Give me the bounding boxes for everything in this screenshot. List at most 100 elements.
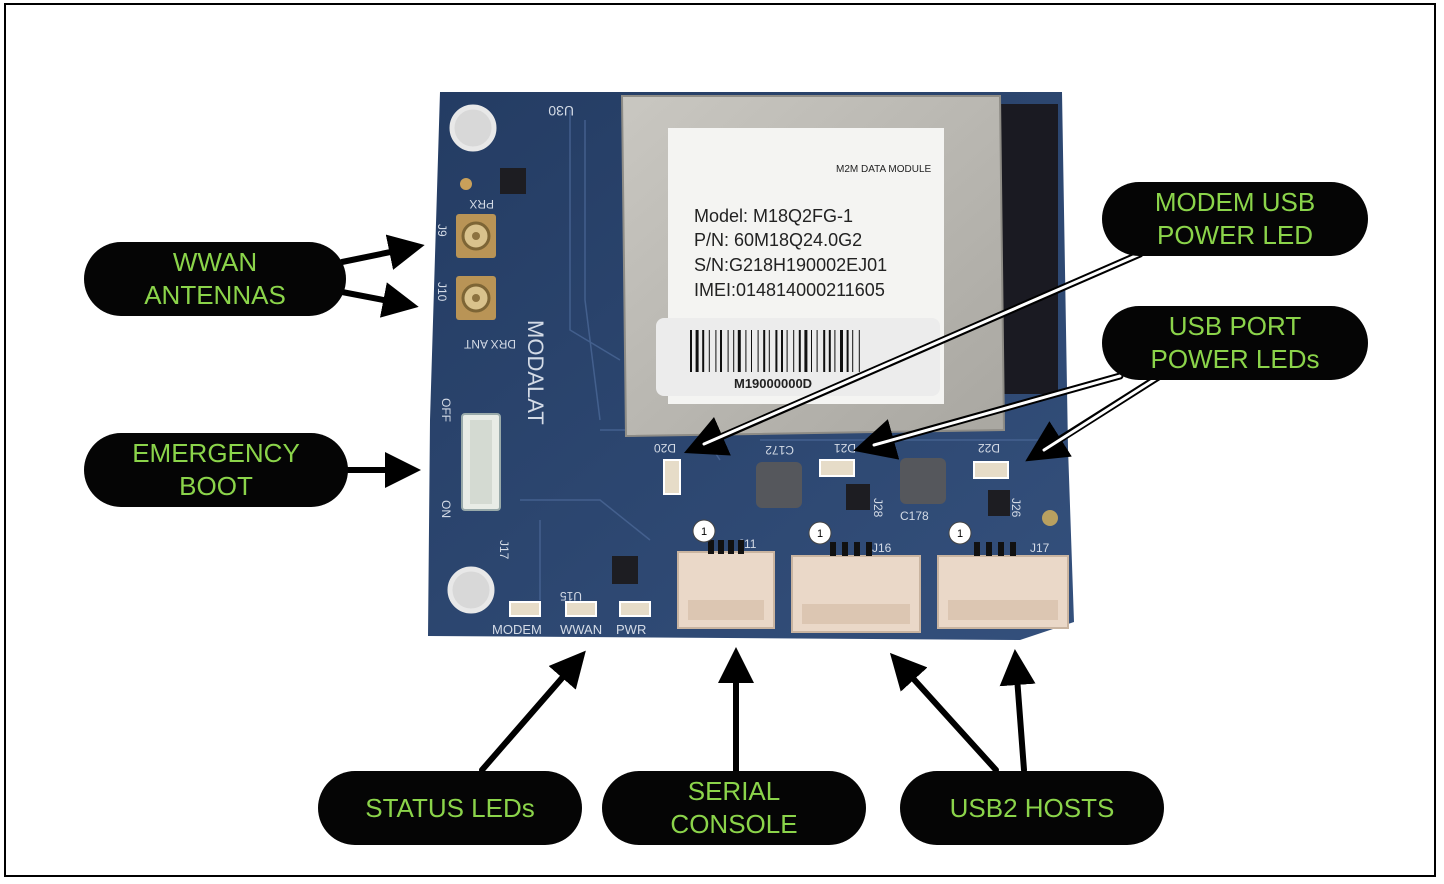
pad xyxy=(460,178,472,190)
usb-port-power-led-1 xyxy=(819,459,855,477)
inductor-c172 xyxy=(756,462,802,508)
silk-u15: U15 xyxy=(560,589,582,603)
barcode-bar xyxy=(793,330,795,372)
silk-drx-ant: DRX ANT xyxy=(463,337,516,351)
silk-c178: C178 xyxy=(900,509,929,523)
status-led-pwr xyxy=(619,601,651,617)
silk-j10: J10 xyxy=(435,282,449,302)
mounting-hole xyxy=(447,566,495,614)
silk-j17-right: J17 xyxy=(1030,541,1050,555)
antenna-connector-j10 xyxy=(456,276,496,320)
silk-u30: U30 xyxy=(548,103,574,119)
module-sn: S/N:G218H190002EJ01 xyxy=(694,255,887,275)
module-model: Model: M18Q2FG-1 xyxy=(694,206,853,226)
silk-j9: J9 xyxy=(435,224,449,237)
barcode-bar xyxy=(720,330,722,372)
module-pn: P/N: 60M18Q24.0G2 xyxy=(694,230,862,250)
svg-text:1: 1 xyxy=(817,528,823,540)
arrow-usb2-host-2 xyxy=(999,649,1036,773)
barcode-bar xyxy=(733,330,735,372)
barcode xyxy=(690,330,860,372)
silk-j26: J26 xyxy=(1009,498,1023,518)
silk-d22: D22 xyxy=(978,441,1000,455)
arrow-status-leds xyxy=(479,650,586,773)
label-emergency-boot: EMERGENCY BOOT xyxy=(84,433,348,507)
connector-pins xyxy=(708,540,1016,556)
barcode-bar xyxy=(858,330,860,372)
label-usb-port-power-leds: USB PORT POWER LEDs xyxy=(1102,306,1368,380)
arrow-usb2-host-1 xyxy=(889,652,999,773)
silk-c172: C172 xyxy=(765,443,794,457)
mounting-hole xyxy=(1042,510,1058,526)
side-connector xyxy=(1000,104,1058,394)
silk-wwan: WWAN xyxy=(560,622,602,637)
barcode-bar xyxy=(786,330,788,372)
barcode-bar xyxy=(715,330,717,372)
barcode-bar xyxy=(781,330,783,372)
barcode-text: M19000000D xyxy=(734,376,812,391)
arrow-wwan-j10 xyxy=(339,282,419,318)
barcode-bar xyxy=(852,330,854,372)
arrow-usb-port-led-2 xyxy=(1042,374,1162,452)
arrow-usb-port-led-1 xyxy=(872,374,1122,447)
usb2-host-connector-1 xyxy=(791,555,921,633)
barcode-bar xyxy=(823,330,826,372)
pin1-marker: 1 xyxy=(808,521,832,545)
inductor-c178 xyxy=(900,458,946,504)
usb2-host-connector-2 xyxy=(937,555,1069,629)
barcode-bar xyxy=(757,330,759,372)
ic xyxy=(612,556,638,584)
pin1-marker: 1 xyxy=(692,519,716,543)
label-serial-console: SERIAL CONSOLE xyxy=(602,771,866,845)
barcode-bar xyxy=(775,330,778,372)
barcode-bar xyxy=(695,330,699,372)
silk-modem: MODEM xyxy=(492,622,542,637)
barcode-bar xyxy=(816,330,818,372)
arrow-modem-usb-led xyxy=(702,252,1142,446)
barcode-bar xyxy=(828,330,831,372)
antenna-connector-j9 xyxy=(456,214,496,258)
pin1-marker: 1 xyxy=(948,521,972,545)
silk-off: OFF xyxy=(439,398,453,422)
label-wwan-antennas: WWAN ANTENNAS xyxy=(84,242,346,316)
barcode-bar xyxy=(708,330,710,372)
ic xyxy=(988,490,1010,516)
barcode-bar xyxy=(768,330,770,372)
silk-j17-left: J17 xyxy=(497,540,511,560)
label-usb2-hosts: USB2 HOSTS xyxy=(900,771,1164,845)
svg-text:1: 1 xyxy=(701,526,707,538)
barcode-bar xyxy=(763,330,766,372)
usb-port-power-led-2 xyxy=(973,461,1009,479)
module-imei: IMEI:014814000211605 xyxy=(694,280,885,300)
boot-switch-knob xyxy=(470,420,492,504)
ic xyxy=(846,484,870,510)
modem-usb-power-led xyxy=(663,459,681,495)
barcode-bar xyxy=(834,330,836,372)
silk-j28: J28 xyxy=(871,498,885,518)
barcode-bar xyxy=(840,330,843,372)
barcode-sticker xyxy=(656,318,940,396)
barcode-bar xyxy=(846,330,849,372)
label-modem-usb-power-led: MODEM USB POWER LED xyxy=(1102,182,1368,256)
arrow-wwan-j9 xyxy=(339,234,425,270)
module-header: M2M DATA MODULE xyxy=(836,164,932,175)
barcode-bar xyxy=(745,330,747,372)
barcode-bar xyxy=(811,330,812,372)
label-status-leds: STATUS LEDs xyxy=(318,771,582,845)
mounting-hole xyxy=(449,104,497,152)
barcode-bar xyxy=(702,330,705,372)
silk-modalat: MODALAT xyxy=(523,320,548,425)
svg-text:1: 1 xyxy=(957,528,963,540)
status-led-wwan xyxy=(565,601,597,617)
serial-console-connector xyxy=(677,551,775,629)
ic xyxy=(500,168,526,194)
silk-d20: D20 xyxy=(654,441,676,455)
silk-pwr: PWR xyxy=(616,622,646,637)
barcode-bar xyxy=(727,330,729,372)
barcode-bar xyxy=(690,330,692,372)
barcode-bar xyxy=(798,330,801,372)
status-led-modem xyxy=(509,601,541,617)
silk-d21: D21 xyxy=(834,441,856,455)
barcode-bar xyxy=(804,330,808,372)
